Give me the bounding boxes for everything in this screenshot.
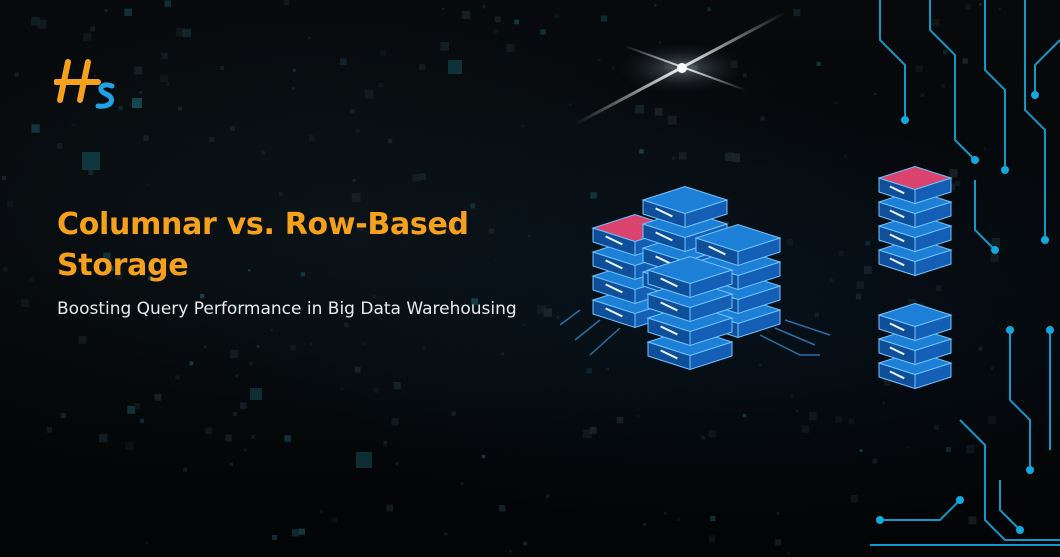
circuit-nodes — [876, 91, 1054, 534]
page-title: Columnar vs. Row-Based Storage — [57, 207, 469, 283]
server-stacks-icon — [560, 165, 953, 390]
page-subtitle: Boosting Query Performance in Big Data W… — [57, 299, 517, 319]
light-flare-icon — [573, 10, 787, 127]
brand-logo-icon — [54, 59, 115, 109]
circuit-traces — [870, 0, 1060, 546]
